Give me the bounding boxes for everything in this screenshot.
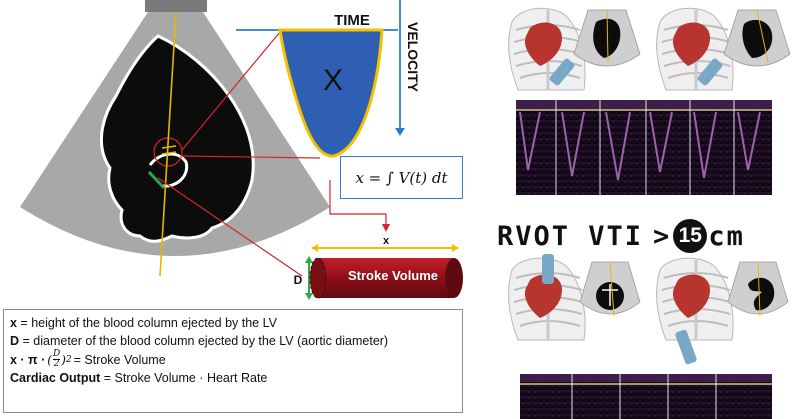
x-arrowhead-right: [452, 244, 459, 252]
doppler-strip-top: [516, 100, 772, 195]
legend-text-d: = diameter of the blood column ejected b…: [19, 334, 389, 348]
mini-heart-top-left: [593, 18, 621, 59]
legend-key-sv: x · π ·: [10, 352, 46, 367]
vti-area: [278, 28, 384, 158]
legend-key-co: Cardiac Output: [10, 371, 101, 385]
transducer-top-right: [697, 58, 723, 86]
ribcage-top-left: [508, 7, 586, 91]
mini-beam-bottom-right: [757, 261, 761, 317]
lvot-diameter-line: [147, 170, 166, 190]
mini-beam-top-right: [756, 9, 769, 63]
legend-row-x: x = height of the blood column ejected b…: [10, 314, 456, 332]
heart-lv-silhouette: [99, 34, 255, 243]
vti-formula-box: x = ∫ V(t) dt: [340, 156, 463, 199]
connector-to-curve: [181, 155, 321, 159]
transducer-top-left: [549, 58, 575, 86]
sample-gate-top: [161, 145, 177, 149]
definitions-legend: x = height of the blood column ejected b…: [3, 309, 463, 413]
doppler-beam-line: [159, 11, 177, 277]
velocity-axis-label: VELOCITY: [405, 22, 421, 93]
velocity-axis-arrow: [395, 128, 405, 136]
legend-key-x: x: [10, 316, 17, 330]
legend-text-co: = Stroke Volume · Heart Rate: [100, 371, 268, 385]
heart-icon-top-right: [672, 22, 710, 66]
tube-end-right: [445, 258, 463, 298]
tube-end-left: [309, 257, 327, 299]
legend-row-d: D = diameter of the blood column ejected…: [10, 332, 456, 350]
connector-lines: [157, 31, 390, 277]
stroke-volume-label: Stroke Volume: [328, 262, 458, 288]
bottom-view-right: [656, 257, 789, 365]
tube-body: [316, 258, 454, 298]
vti-formula: x = ∫ V(t) dt: [355, 168, 448, 187]
mini-heart-bottom-right: [748, 277, 775, 311]
x-arrowhead-left: [311, 244, 318, 252]
legend-key-d: D: [10, 334, 20, 348]
d-arrowhead-top: [305, 256, 313, 263]
legend-row-cardiac-output: Cardiac Output = Stroke Volume · Heart R…: [10, 369, 456, 387]
heart-icon-bottom-right: [672, 274, 710, 318]
rvot-prefix: RVOT VTI: [497, 220, 644, 252]
stroke-volume-cylinder: [305, 244, 463, 300]
d-diameter-label: D: [294, 273, 303, 287]
rvot-comparator: >: [653, 220, 672, 252]
ribcage-bottom-right: [656, 257, 734, 365]
bottom-view-left: [508, 254, 641, 341]
velocity-time-graph: [236, 0, 405, 158]
mini-beam-top-left: [606, 9, 609, 63]
legend-text-sv: = Stroke Volume: [73, 352, 166, 367]
rvot-value-badge: 15: [673, 219, 708, 253]
top-view-right: [656, 7, 791, 91]
connector-formula-to-x: [329, 180, 387, 228]
transducer-bottom-right: [675, 329, 697, 365]
legend-text-x: = height of the blood column ejected by …: [16, 316, 277, 330]
doppler-strip-bottom: [520, 374, 772, 419]
vti-area-label: X: [323, 64, 343, 97]
transducer-bottom-left: [542, 254, 554, 284]
aortic-root: [148, 152, 189, 188]
stroke-volume-text: Stroke Volume: [347, 267, 439, 283]
top-view-left: [508, 7, 641, 91]
connector-arrowhead: [382, 224, 390, 232]
connector-to-tube: [157, 177, 303, 277]
mini-beam-bottom-left: [609, 261, 615, 317]
rvot-vti-threshold: RVOT VTI > 15 cm: [497, 218, 800, 254]
heart-icon-top-left: [524, 22, 562, 66]
heart-icon-bottom-left: [524, 274, 562, 318]
sample-gate-bottom: [161, 151, 177, 155]
ribcage-top-right: [656, 7, 734, 91]
x-length-label: x: [383, 235, 390, 247]
ribcage-bottom-left: [508, 254, 586, 341]
d-arrowhead-bottom: [305, 293, 313, 300]
connector-to-time-axis: [181, 31, 281, 151]
probe-head: [145, 0, 207, 12]
echo-sector-view: [20, 0, 330, 277]
rvot-unit: cm: [708, 220, 745, 252]
time-axis-label: TIME: [334, 12, 370, 29]
